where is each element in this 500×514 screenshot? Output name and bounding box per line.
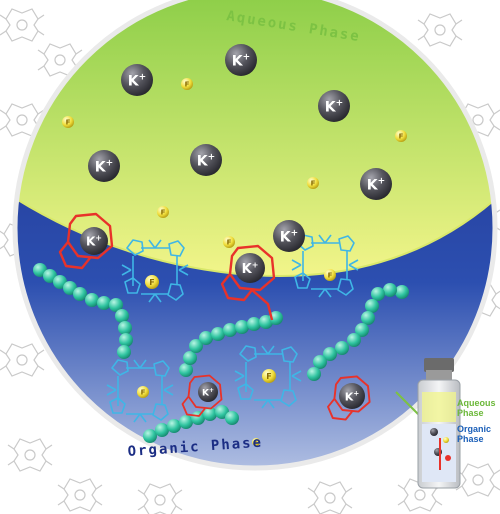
fluoride-ion-label: F [141, 388, 146, 396]
potassium-ion-sphere [88, 150, 120, 182]
potassium-ion: K+ [88, 150, 120, 182]
potassium-ion: K+ [273, 220, 305, 252]
fluoride-ion: F [137, 386, 149, 398]
fluoride-ion-sphere [157, 206, 169, 218]
potassium-ion-sphere [190, 144, 222, 176]
fluoride-ion-sphere [324, 269, 336, 281]
fluoride-ion-sphere [307, 177, 319, 189]
fluoride-ion-label: F [255, 440, 258, 445]
fluoride-ion: F [262, 369, 276, 383]
vial-aqueous-label-2: Phase [457, 408, 484, 418]
potassium-ion: K+ [225, 44, 257, 76]
crown-ethers [58, 212, 371, 421]
fluoride-ion: F [395, 130, 407, 142]
polymer-chain [307, 283, 409, 381]
potassium-ion: K+ [339, 383, 365, 409]
potassium-ions: K+ K+ K+ K+ K+ K+ K+ K+ K+ K+ K+ [80, 44, 392, 409]
fluoride-ion: F [324, 269, 336, 281]
potassium-ion-sphere [360, 168, 392, 200]
fluoride-ion: F [157, 206, 169, 218]
potassium-ion: K+ [190, 144, 222, 176]
fluoride-ion-sphere [223, 236, 235, 248]
fluoride-ion-label: F [149, 278, 154, 287]
vial-aqueous-label: Aqueous [457, 398, 496, 408]
fluoride-ion-label: F [266, 372, 271, 381]
potassium-ion-sphere [80, 227, 108, 255]
fluoride-ion-label: F [311, 179, 316, 187]
potassium-ion: K+ [360, 168, 392, 200]
fluoride-ion-sphere [62, 116, 74, 128]
potassium-ion: K+ [198, 382, 218, 402]
polymer-chains [33, 263, 409, 443]
potassium-ion: K+ [121, 64, 153, 96]
fluoride-ions: F F F F F F F F F F F [62, 78, 407, 446]
potassium-ion-sphere [273, 220, 305, 252]
potassium-ion-sphere [235, 253, 265, 283]
fluoride-ion: F [223, 236, 235, 248]
potassium-ion-sphere [318, 90, 350, 122]
potassium-ion-sphere [198, 382, 218, 402]
fluoride-ion: F [62, 116, 74, 128]
fluoride-ion: F [307, 177, 319, 189]
potassium-ion-sphere [225, 44, 257, 76]
fluoride-ion-label: F [185, 80, 190, 88]
fluoride-ion-label: F [161, 208, 166, 216]
fluoride-ion-sphere [181, 78, 193, 90]
vial-organic-label-2: Phase [457, 434, 484, 444]
fluoride-ion-label: F [328, 271, 333, 279]
potassium-ion: K+ [235, 253, 265, 283]
potassium-ion: K+ [318, 90, 350, 122]
sample-vial-icon: Aqueous Phase Organic Phase [395, 358, 496, 489]
fluoride-ion: F [252, 438, 260, 446]
polymer-chain [33, 263, 133, 359]
fluoride-ion-sphere [262, 369, 276, 383]
fluoride-ion-label: F [66, 118, 71, 126]
polymer-chain [143, 405, 239, 443]
vial-organic-label: Organic [457, 424, 491, 434]
potassium-ion: K+ [80, 227, 108, 255]
phase-circle-border [12, 0, 498, 471]
fluoride-ion-sphere [395, 130, 407, 142]
potassium-ion-label: K+ [202, 387, 214, 399]
fluoride-ion-sphere [252, 438, 260, 446]
fluoride-ion: F [145, 275, 159, 289]
fluoride-ion-label: F [399, 132, 404, 140]
fluoride-ion: F [181, 78, 193, 90]
potassium-ion-sphere [121, 64, 153, 96]
aqueous-phase-region [15, 0, 495, 276]
polymer-chain [179, 311, 283, 377]
fluoride-ion-label: F [227, 238, 232, 246]
potassium-ion-sphere [339, 383, 365, 409]
fluoride-ion-sphere [137, 386, 149, 398]
fluoride-ion-sphere [145, 275, 159, 289]
